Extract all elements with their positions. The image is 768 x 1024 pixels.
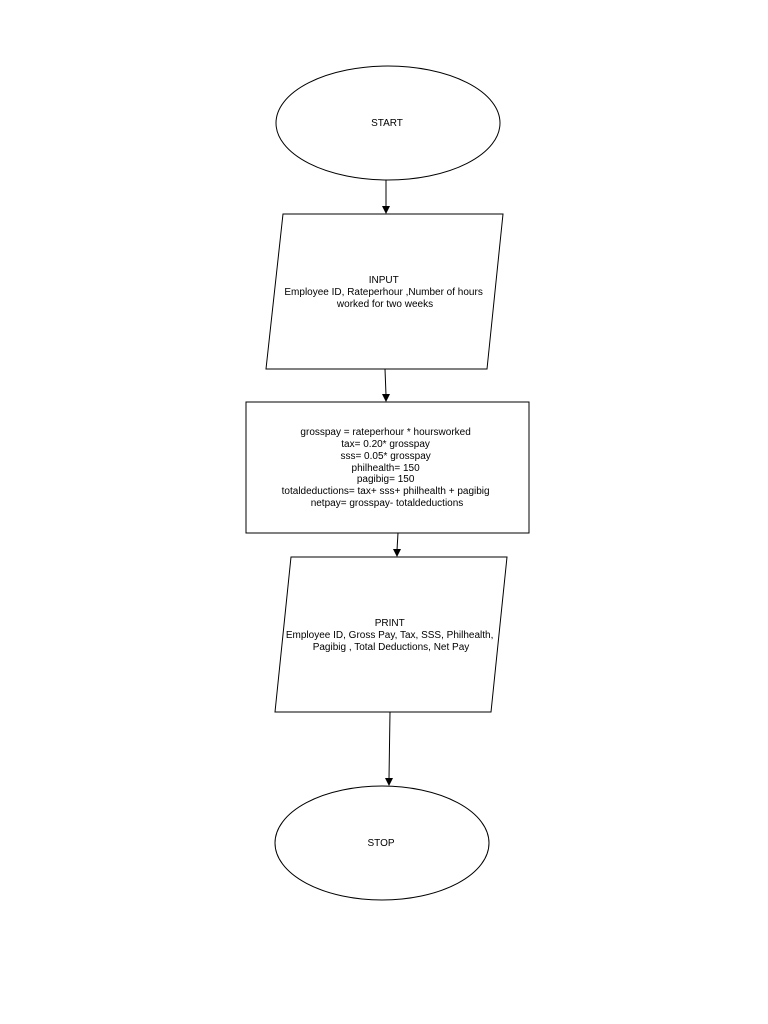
arrowhead: [385, 778, 393, 786]
process-line-totaldeductions: totaldeductions= tax+ sss+ philhealth + …: [282, 486, 490, 497]
input-line-fields: Employee ID, Rateperhour ,Number of hour…: [284, 287, 482, 298]
input-parallelogram: [265, 213, 504, 370]
process-line-tax: tax= 0.20* grosspay: [341, 439, 430, 450]
process-rectangle: [245, 401, 530, 534]
output-line-title: PRINT: [375, 618, 405, 629]
process-node: grosspay = rateperhour * hoursworked tax…: [245, 401, 530, 534]
input-line-fields-cont: worked for two weeks: [336, 299, 433, 310]
process-label: grosspay = rateperhour * hoursworked tax…: [282, 427, 493, 509]
edge-output-to-stop: [385, 711, 393, 786]
input-node: INPUT Employee ID, Rateperhour ,Number o…: [265, 213, 504, 370]
output-label: PRINT Employee ID, Gross Pay, Tax, SSS, …: [286, 618, 496, 653]
output-node: PRINT Employee ID, Gross Pay, Tax, SSS, …: [274, 556, 508, 713]
arrowhead: [393, 549, 401, 557]
input-line-title: INPUT: [369, 275, 399, 286]
edge-start-to-input: [382, 180, 390, 214]
stop-node: STOP: [274, 785, 490, 901]
output-parallelogram: [274, 556, 508, 713]
process-line-netpay: netpay= grosspay- totaldeductions: [311, 498, 464, 509]
arrowhead: [382, 394, 390, 402]
output-line-fields-cont: Pagibig , Total Deductions, Net Pay: [313, 642, 470, 653]
process-line-philhealth: philhealth= 150: [352, 463, 421, 474]
process-line-sss: sss= 0.05* grosspay: [340, 451, 430, 462]
stop-label: STOP: [367, 838, 394, 849]
edge-process-to-output: [393, 532, 401, 557]
start-label: START: [371, 118, 403, 129]
process-line-pagibig: pagibig= 150: [357, 474, 415, 485]
input-label: INPUT Employee ID, Rateperhour ,Number o…: [284, 275, 485, 310]
output-line-fields: Employee ID, Gross Pay, Tax, SSS, Philhe…: [286, 630, 494, 641]
stop-ellipse: [274, 785, 490, 901]
start-ellipse: [275, 65, 501, 181]
process-line-grosspay: grosspay = rateperhour * hoursworked: [300, 427, 470, 438]
start-node: START: [275, 65, 501, 181]
arrowhead: [382, 206, 390, 214]
edge-input-to-process: [382, 368, 390, 402]
